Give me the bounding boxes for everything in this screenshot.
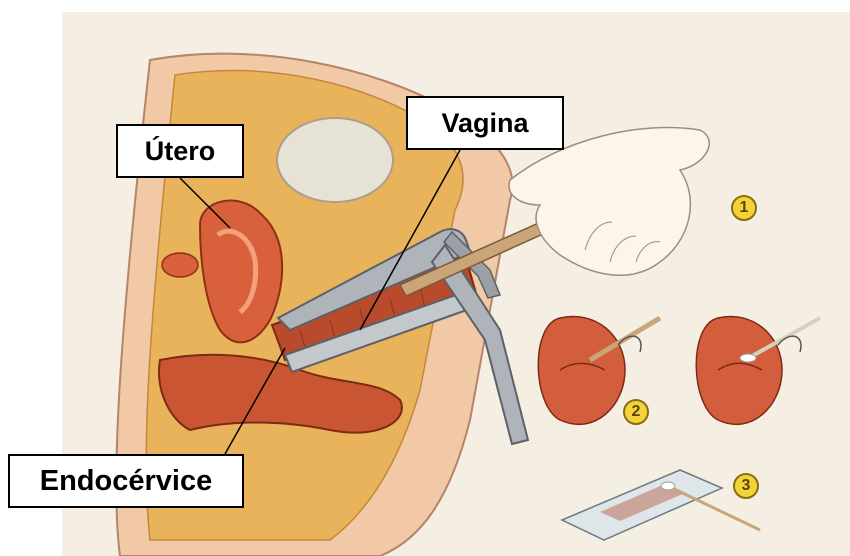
step-1-badge: 1 [731, 195, 757, 221]
ovary [162, 253, 198, 277]
step-3-badge: 3 [733, 473, 759, 499]
step-2-badge: 2 [623, 399, 649, 425]
label-endocervice: Endocérvice [8, 454, 244, 508]
label-utero: Útero [116, 124, 244, 178]
label-vagina: Vagina [406, 96, 564, 150]
bladder [277, 118, 393, 202]
